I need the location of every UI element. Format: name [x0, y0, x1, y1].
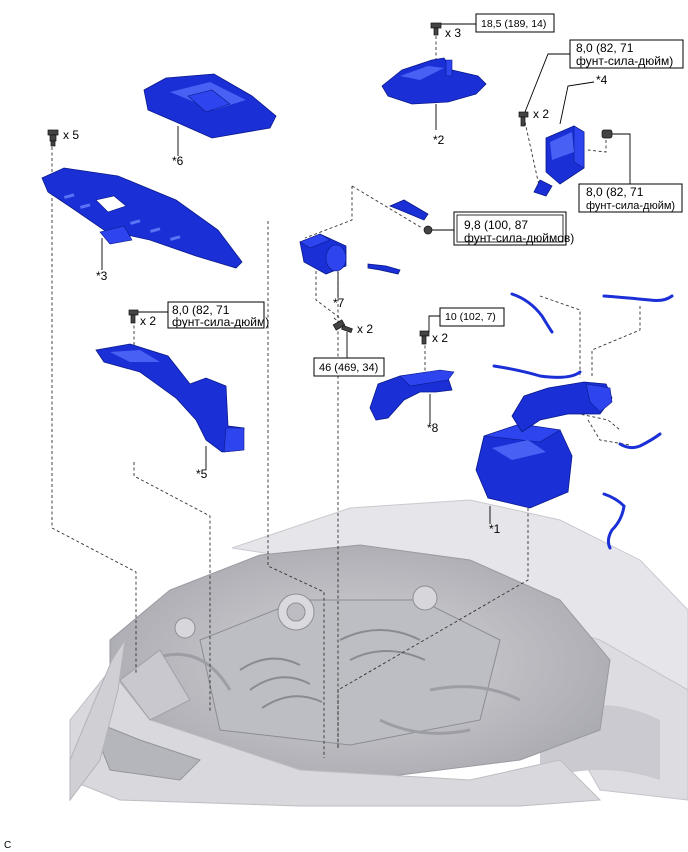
part-label-5: *5 — [196, 467, 208, 481]
qty-label: x 2 — [140, 314, 156, 328]
bolt-icon — [419, 330, 430, 345]
torque-text: фунт-сила-дюйм) — [172, 315, 269, 329]
torque-text: 9,8 (100, 87 — [464, 218, 528, 232]
torque-box-4b: 8,0 (82, 71 фунт-сила-дюйм) — [578, 183, 683, 213]
torque-text: фунт-сила-дюйм) — [576, 54, 673, 68]
part-8-harness — [369, 369, 455, 424]
qty-label: x 5 — [63, 128, 79, 142]
figure-code: C — [4, 840, 11, 851]
part-6-cover — [143, 73, 277, 156]
part-2-bracket — [381, 57, 487, 130]
bolts — [47, 22, 613, 345]
bolt-icon — [332, 319, 353, 334]
part-7-canister — [299, 199, 429, 298]
nut-icon — [423, 225, 433, 235]
torque-leaders — [138, 23, 631, 358]
torque-text: 8,0 (82, 71 — [172, 303, 230, 317]
part-label-8: *8 — [427, 421, 439, 435]
dashed-leaders — [51, 36, 641, 758]
part-label-3: *3 — [96, 269, 108, 283]
qty-label: x 3 — [445, 26, 461, 40]
torque-box-9: 9,8 (100, 87 фунт-сила-дюймов) — [453, 211, 574, 246]
part-1-air-cleaner — [475, 292, 674, 550]
nut-icon — [601, 129, 613, 139]
part-label-4: *4 — [596, 73, 608, 87]
bolt-icon — [430, 22, 442, 36]
vehicle-engine-bay — [69, 499, 688, 807]
bolt-icon — [47, 129, 59, 147]
part-labels: *1 *2 *3 *4 *5 *6 *7 *8 — [96, 73, 608, 536]
part-label-7: *7 — [333, 296, 345, 310]
torque-box-7: 46 (469, 34) — [313, 357, 385, 377]
bolt-icon — [518, 111, 529, 127]
qty-label: x 2 — [533, 107, 549, 121]
torque-box-2: 18,5 (189, 14) — [475, 13, 555, 33]
qty-label: x 2 — [357, 322, 373, 336]
part-4-module — [533, 81, 595, 197]
torque-box-8: 10 (102, 7) — [439, 307, 505, 327]
qty-label: x 2 — [432, 331, 448, 345]
torque-text: фунт-сила-дюймов) — [464, 231, 574, 245]
bolt-icon — [128, 309, 139, 324]
part-label-2: *2 — [433, 133, 445, 147]
quantity-labels: x 3 x 5 x 2 x 2 x 2 x 2 — [63, 26, 549, 345]
part-3-cowl — [41, 167, 243, 270]
torque-text: 18,5 (189, 14) — [481, 18, 546, 30]
torque-text: 8,0 (82, 71 — [576, 41, 634, 55]
torque-text: 8,0 (82, 71 — [586, 185, 644, 199]
torque-box-4a: 8,0 (82, 71 фунт-сила-дюйм) — [569, 39, 684, 69]
part-5-duct — [95, 343, 245, 470]
torque-text: 46 (469, 34) — [319, 362, 378, 374]
torque-text: 10 (102, 7) — [445, 311, 496, 323]
part-label-6: *6 — [172, 154, 184, 168]
part-label-1: *1 — [489, 522, 501, 536]
torque-box-5: 8,0 (82, 71 фунт-сила-дюйм) — [167, 301, 269, 329]
torque-text: фунт-сила-дюйм) — [586, 200, 675, 212]
